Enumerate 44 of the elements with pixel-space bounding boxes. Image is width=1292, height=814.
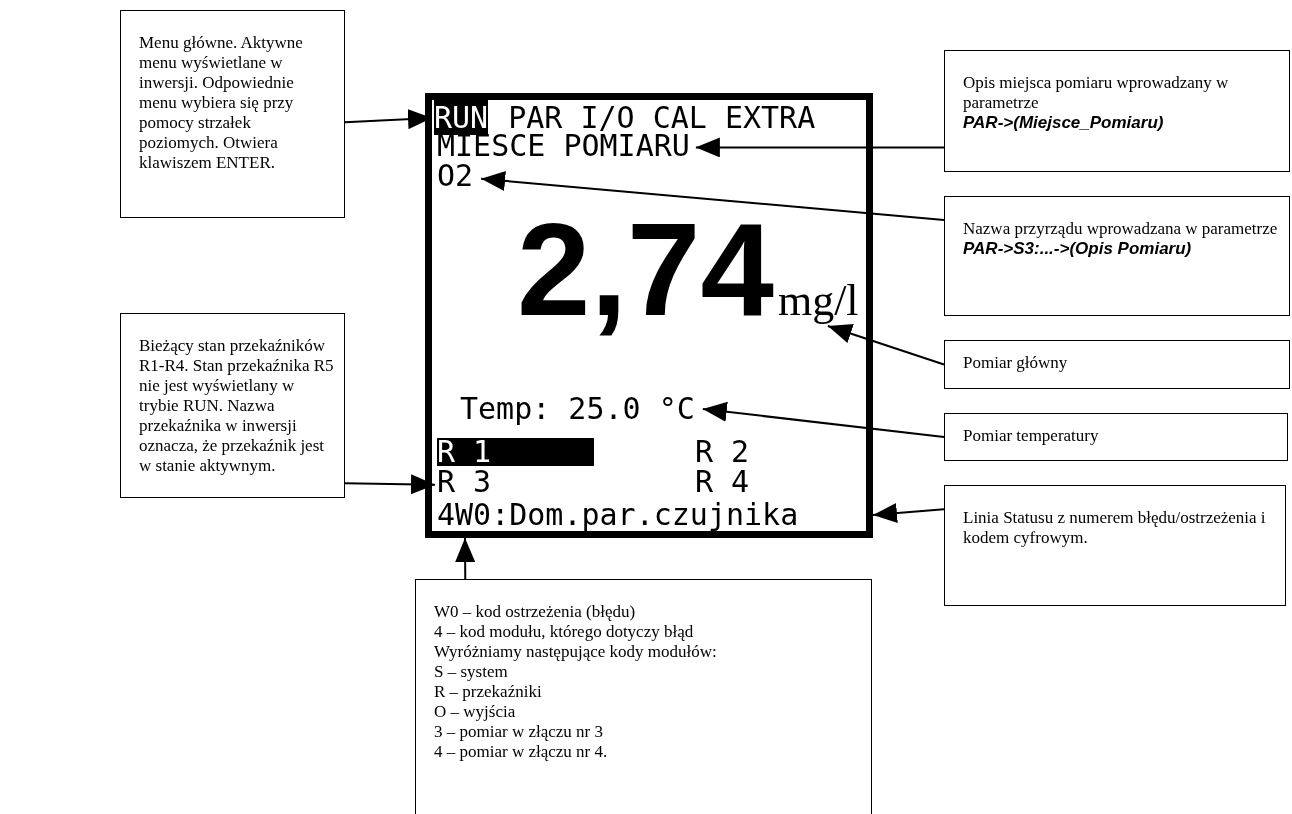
arrow: [694, 137, 945, 158]
callout-box: [944, 196, 1290, 316]
callout-text: Opis miejsca pomiaru wprowadzany w parametrze: [963, 73, 1230, 114]
callout-box: [944, 485, 1286, 606]
callout-text: 4 – pomiar w złączu nr 4.: [434, 742, 609, 763]
relay-label: R 4: [695, 468, 750, 496]
callout-box: [120, 10, 345, 218]
parameter-path: PAR->S3:...->(Opis Pomiaru): [963, 239, 1193, 260]
callout-box: [415, 579, 872, 814]
arrow: [455, 537, 476, 580]
callout-text: Wyróżniamy następujące kody modułów:: [434, 642, 718, 663]
callout-text: 4 – kod modułu, którego dotyczy błąd: [434, 622, 695, 643]
display-text: 4W0:Dom.par.czujnika: [437, 497, 799, 532]
callout-text: Nazwa przyrządu wprowadzana w parametrze: [963, 219, 1279, 240]
callout-text: Pomiar główny: [963, 353, 1069, 374]
callout-text: S – system: [434, 662, 509, 683]
arrow: [480, 170, 945, 221]
callout-text: 3 – pomiar w złączu nr 3: [434, 722, 604, 743]
relay-label: R 2: [695, 438, 750, 466]
measurement-value: 2,74: [517, 196, 774, 343]
callout-text: Pomiar temperatury: [963, 426, 1100, 447]
unit-label: mg/l: [777, 276, 859, 325]
callout-text: Linia Statusu z numerem błędu/ostrzeżenia i kodem cyfrowym.: [963, 508, 1267, 549]
callout-box: [944, 413, 1288, 461]
arrow: [701, 401, 945, 438]
arrow: [826, 324, 945, 366]
menu-items: PAR I/O CAL EXTRA: [508, 100, 816, 135]
callout-box: [944, 340, 1290, 389]
callout-text: Menu główne. Aktywne menu wyświetlane w inwersji. Odpowiednie menu wybiera się przy pomocy strzałek poziomych. Otwiera klawiszem ENTER.: [139, 33, 304, 174]
callout-text: O – wyjścia: [434, 702, 517, 723]
relay-label: R 3: [437, 468, 492, 496]
display-screen: [425, 93, 873, 538]
display-text: O2: [437, 158, 474, 193]
arrow: [344, 474, 436, 495]
callout-text: Bieżący stan przekaźników R1-R4. Stan przekaźnika R5 nie jest wyświetlany w trybie RUN. Nazwa przekaźnika w inwersji oznacza, że przekaźnik jest w stanie aktywnym.: [139, 336, 334, 477]
active-menu-tab: RUN: [434, 100, 489, 135]
callout-box: [944, 50, 1290, 172]
callout-text: R – przekaźniki: [434, 682, 543, 703]
parameter-path: PAR->(Miejsce_Pomiaru): [963, 113, 1165, 134]
arrow: [872, 503, 945, 523]
callout-text: W0 – kod ostrzeżenia (błędu): [434, 602, 637, 623]
display-text: Temp: 25.0 °C: [460, 391, 695, 426]
callout-box: [120, 313, 345, 498]
active-relay-label: R 1: [437, 438, 594, 466]
